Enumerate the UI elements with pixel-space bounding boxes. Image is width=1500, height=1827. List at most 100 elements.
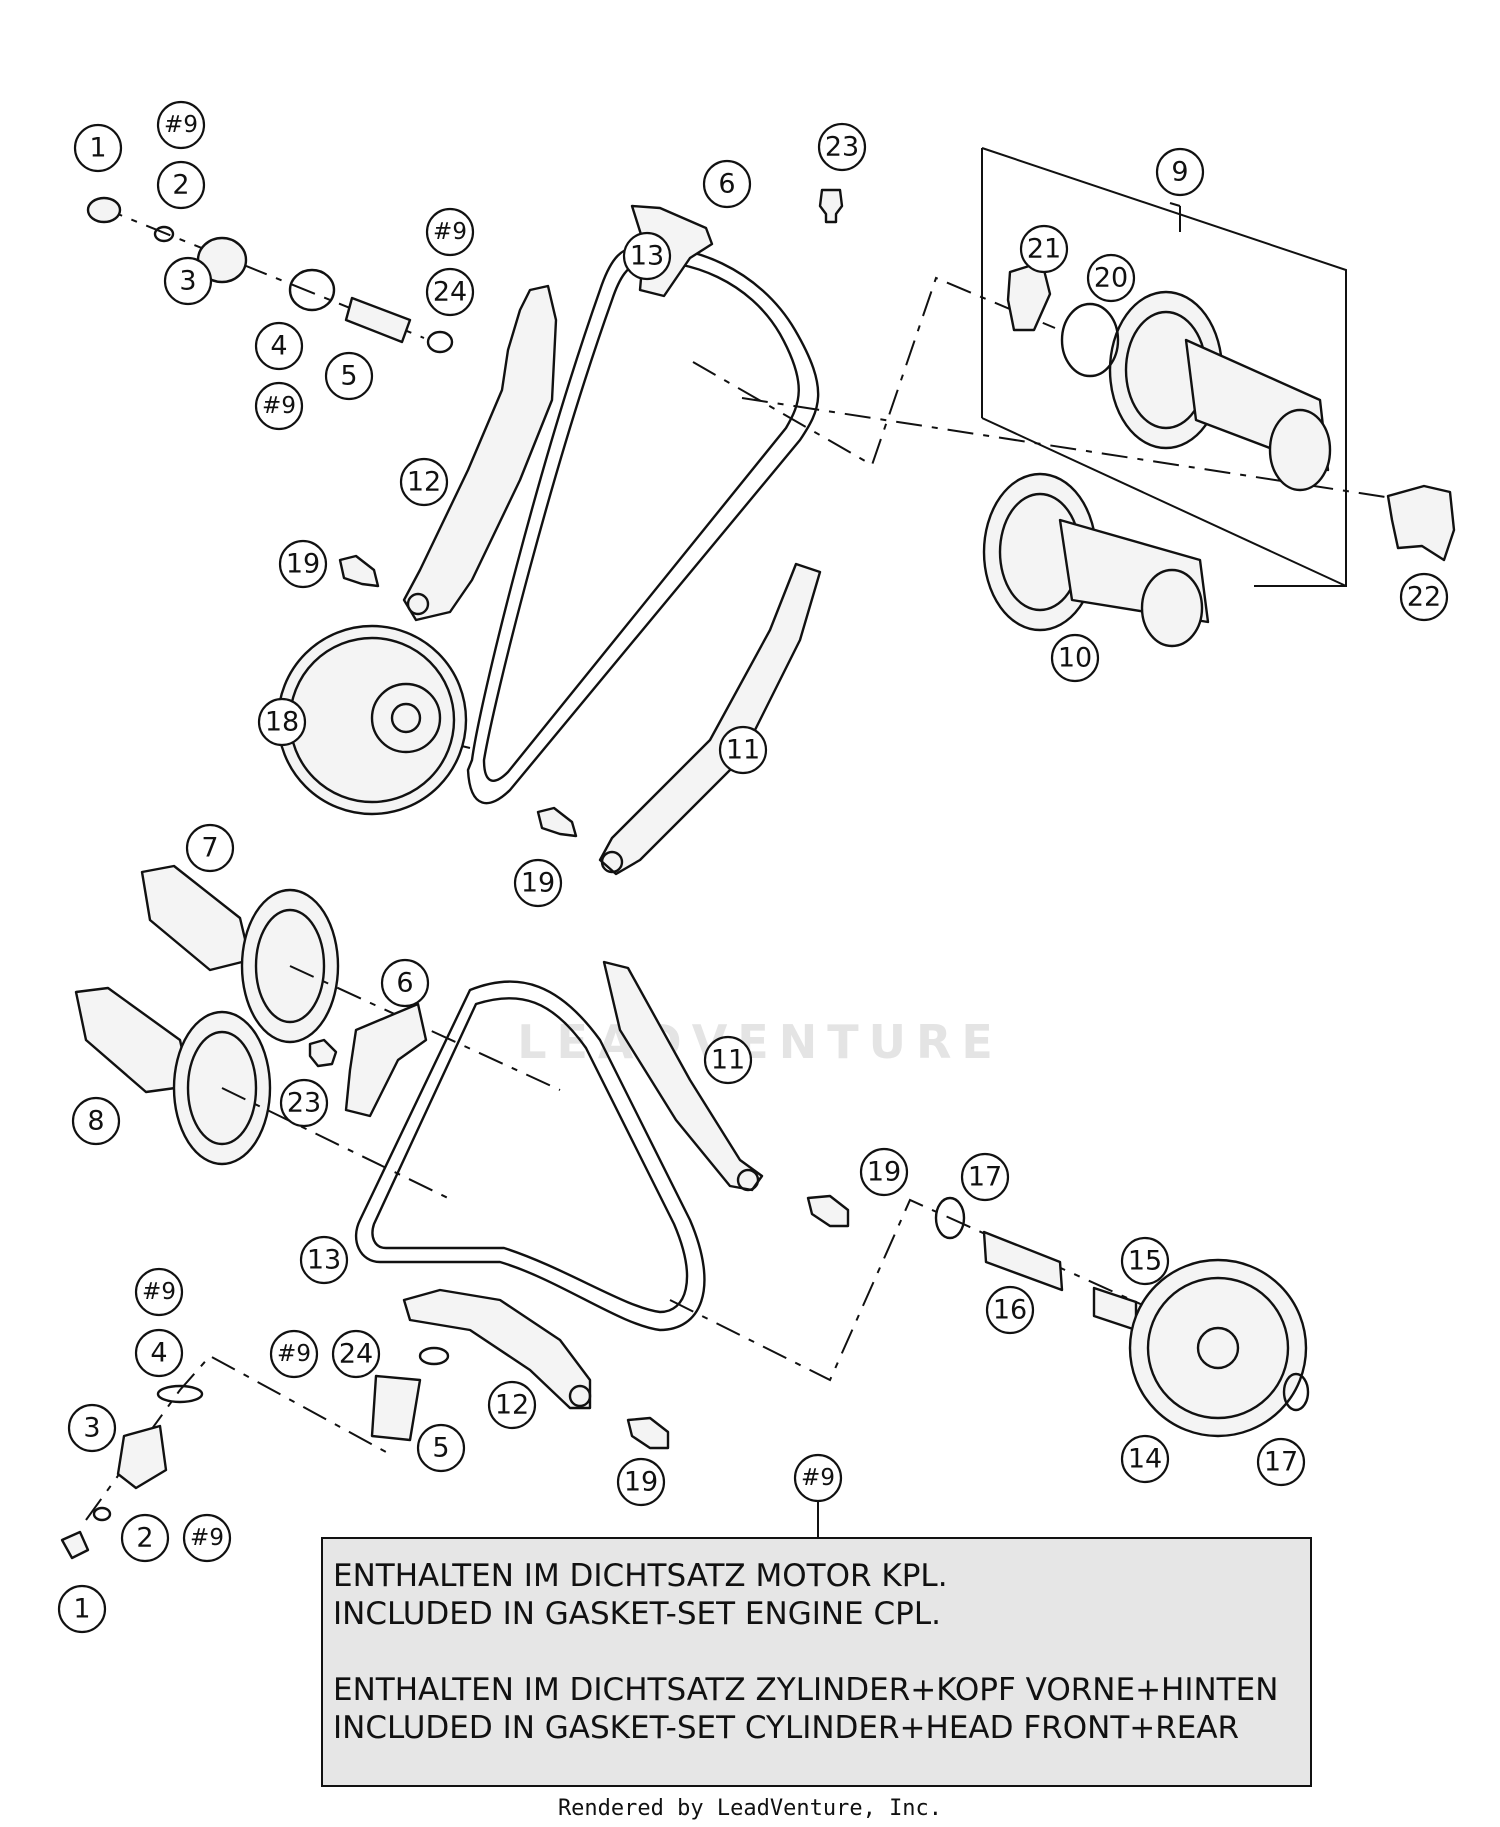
callout-19-upper-a: 19 — [278, 539, 328, 589]
callout-13-lower: 13 — [299, 1235, 349, 1285]
svg-text:24: 24 — [339, 1339, 373, 1370]
callout-12-lower: 12 — [487, 1380, 537, 1430]
callout-2-upper: 2 — [156, 160, 206, 210]
part-4-oring-upper — [288, 268, 336, 312]
camshaft-8 — [74, 986, 192, 1094]
timing-chain-upper — [466, 245, 820, 805]
callout-9-assembly: 9 — [1155, 147, 1205, 197]
callout-1-upper: 1 — [73, 123, 123, 173]
callout-12-upper: 12 — [399, 457, 449, 507]
part-19-bolt-a — [338, 554, 380, 588]
part-19-bolt-c — [806, 1194, 850, 1228]
callout-9-upper-b: #9 — [254, 381, 304, 431]
part-20-ring — [1060, 302, 1120, 378]
callout-17-lower: 17 — [1256, 1437, 1306, 1487]
part-1-bolt-upper — [86, 196, 122, 224]
callout-19-lower-a: 19 — [859, 1147, 909, 1197]
axis-line-lower-gear — [669, 1198, 1301, 1382]
axis-line-camshaft-lower — [741, 397, 1393, 499]
callout-19-upper-b: 19 — [513, 858, 563, 908]
callout-7: 7 — [185, 823, 235, 873]
callout-3-lower: 3 — [67, 1403, 117, 1453]
callout-14: 14 — [1120, 1434, 1170, 1484]
callout-5-lower: 5 — [416, 1423, 466, 1473]
axis-line-camshaft-upper — [692, 276, 1056, 467]
part-19-bolt-b — [536, 806, 578, 838]
svg-text:3: 3 — [83, 1413, 100, 1444]
svg-text:18: 18 — [265, 707, 299, 738]
callout-22: 22 — [1399, 572, 1449, 622]
part-16-shaft — [982, 1230, 1064, 1292]
callout-18: 18 — [257, 697, 307, 747]
callout-6-lower: 6 — [380, 958, 430, 1008]
callout-3-upper: 3 — [163, 256, 213, 306]
part-24-oring-lower — [418, 1346, 450, 1366]
part-2-oring-upper — [153, 225, 175, 243]
note-line-en-1: INCLUDED IN GASKET-SET ENGINE CPL. — [333, 1596, 941, 1632]
part-15-bushing — [1092, 1286, 1138, 1332]
callout-9-upper-a: #9 — [156, 100, 206, 150]
callout-1-lower: 1 — [57, 1584, 107, 1634]
callout-17-upper: 17 — [960, 1152, 1010, 1202]
part-3-plug-lower — [116, 1424, 168, 1490]
svg-text:19: 19 — [521, 868, 555, 899]
camshaft-7 — [140, 864, 252, 972]
svg-text:24: 24 — [433, 277, 467, 308]
callout-9-lower-b: #9 — [269, 1329, 319, 1379]
svg-text:23: 23 — [287, 1088, 321, 1119]
axis-line-camshaft-7 — [289, 965, 561, 1091]
axis-line-camshaft-8 — [221, 1087, 453, 1201]
svg-text:4: 4 — [150, 1338, 167, 1369]
svg-text:19: 19 — [286, 549, 320, 580]
callout-6-upper: 6 — [702, 159, 752, 209]
svg-text:6: 6 — [718, 169, 735, 200]
svg-text:#9: #9 — [262, 393, 296, 419]
svg-text:5: 5 — [340, 361, 357, 392]
rendered-by-footer: Rendered by LeadVenture, Inc. — [557, 1796, 943, 1821]
svg-text:11: 11 — [711, 1045, 745, 1076]
callout-23-lower: 23 — [279, 1078, 329, 1128]
part-2-oring-lower — [92, 1506, 112, 1522]
part-14-gear-lower — [1128, 1258, 1308, 1438]
part-23-bolt-lower — [308, 1038, 338, 1068]
svg-text:4: 4 — [270, 331, 287, 362]
callout-24-upper: 24 — [425, 267, 475, 317]
callout-8: 8 — [71, 1096, 121, 1146]
svg-text:#9: #9 — [190, 1525, 224, 1551]
callout-10: 10 — [1050, 633, 1100, 683]
callout-9-upper-c: #9 — [425, 207, 475, 257]
svg-text:22: 22 — [1407, 582, 1441, 613]
svg-text:19: 19 — [624, 1467, 658, 1498]
svg-text:2: 2 — [172, 170, 189, 201]
part-4-oring-lower — [156, 1384, 204, 1404]
note-line-de-1: ENTHALTEN IM DICHTSATZ MOTOR KPL. — [333, 1558, 948, 1594]
svg-text:1: 1 — [89, 133, 106, 164]
svg-text:14: 14 — [1128, 1444, 1162, 1475]
callout-15: 15 — [1120, 1236, 1170, 1286]
svg-text:8: 8 — [87, 1106, 104, 1137]
svg-text:19: 19 — [867, 1157, 901, 1188]
svg-text:7: 7 — [201, 833, 218, 864]
callout-11-lower: 11 — [703, 1035, 753, 1085]
svg-text:23: 23 — [825, 132, 859, 163]
guide-rail-upper — [598, 562, 822, 876]
svg-text:#9: #9 — [164, 112, 198, 138]
tensioner-rail-upper — [402, 284, 558, 622]
part-19-bolt-d — [626, 1416, 670, 1450]
svg-text:2: 2 — [136, 1523, 153, 1554]
svg-text:6: 6 — [396, 968, 413, 999]
part-23-bolt-upper — [818, 188, 844, 224]
timing-chain-lower — [354, 980, 706, 1332]
axis-line-upper-left — [97, 205, 425, 339]
svg-text:#9: #9 — [142, 1279, 176, 1305]
svg-text:5: 5 — [432, 1433, 449, 1464]
svg-text:13: 13 — [307, 1245, 341, 1276]
svg-text:13: 13 — [630, 241, 664, 272]
svg-text:20: 20 — [1094, 263, 1128, 294]
callout-9-lower-c: #9 — [182, 1513, 232, 1563]
note-line-de-2: ENTHALTEN IM DICHTSATZ ZYLINDER+KOPF VOR… — [333, 1672, 1279, 1708]
watermark: LEADVENTURE — [517, 1015, 1003, 1069]
callout-13-upper: 13 — [622, 231, 672, 281]
callout-4-lower: 4 — [134, 1328, 184, 1378]
svg-text:17: 17 — [1264, 1447, 1298, 1478]
